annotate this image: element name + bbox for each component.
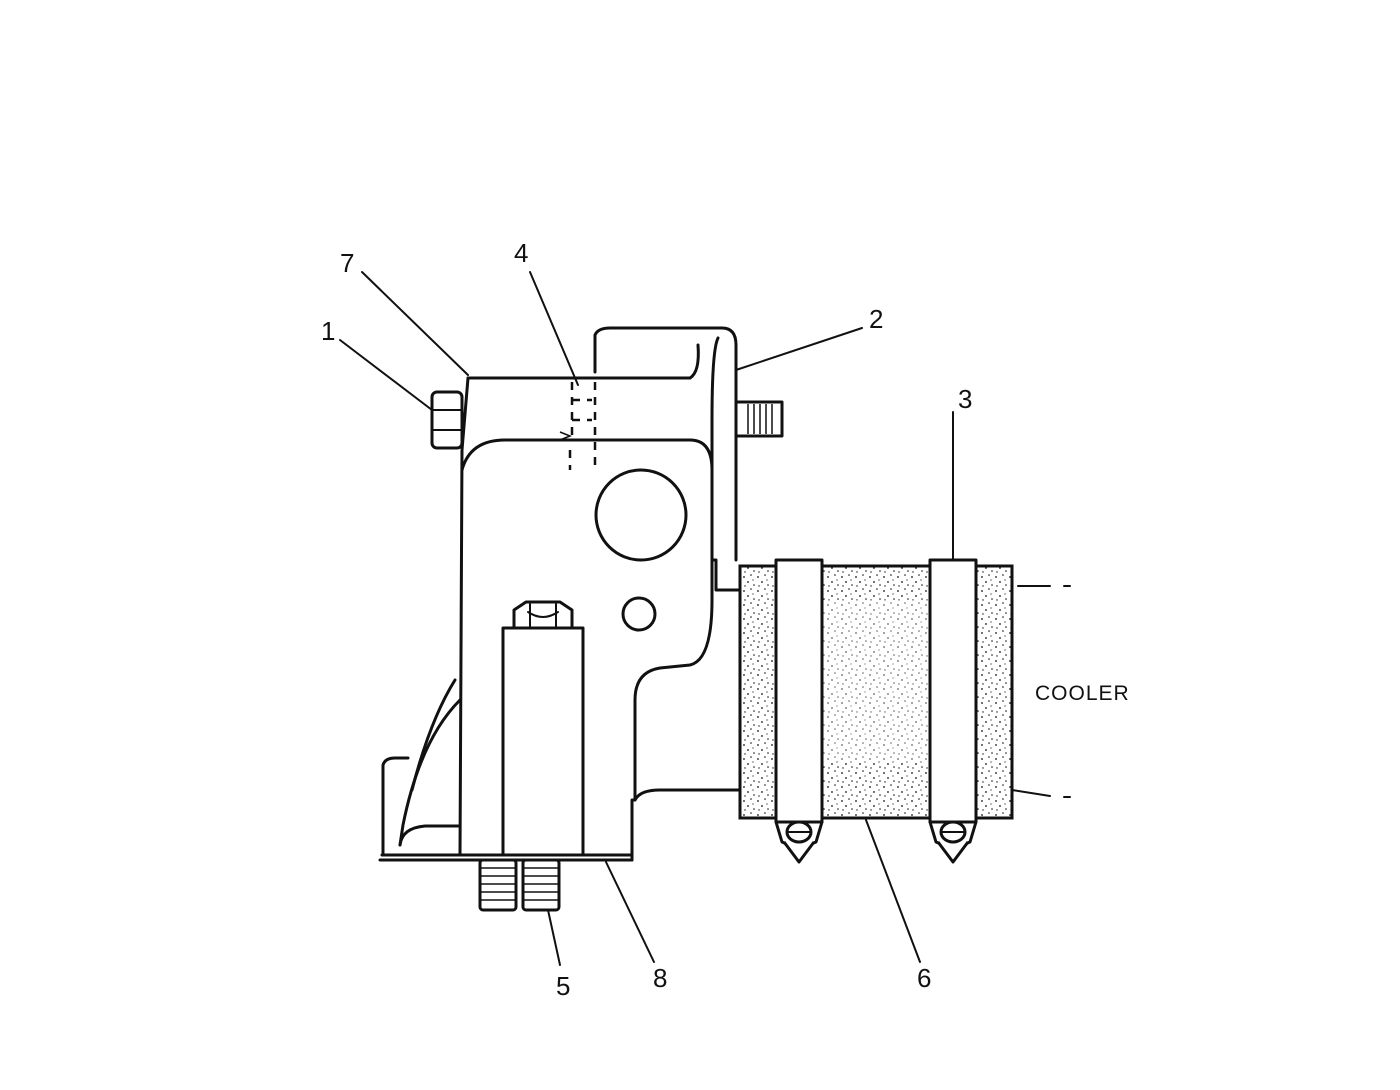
callout-5: 5: [556, 971, 570, 1001]
leader-lines: [339, 271, 954, 966]
threaded-stud-2: [734, 400, 784, 438]
callout-8: 8: [653, 963, 667, 993]
hidden-bolt-4: [559, 382, 597, 470]
callout-3: 3: [958, 384, 972, 414]
callout-6: 6: [917, 963, 931, 993]
threaded-studs-5: [478, 858, 561, 912]
vertical-filter-tube: [501, 600, 585, 857]
hex-nut-1: [430, 390, 464, 450]
cooler-phantom-lines: [1011, 585, 1071, 798]
hose-clamp-left: [774, 558, 824, 864]
callout-1: 1: [321, 316, 335, 346]
housing-body: [378, 326, 742, 862]
callout-2: 2: [869, 304, 883, 334]
cooler-label: COOLER: [1035, 682, 1130, 705]
hose-clamp-right: [928, 558, 978, 864]
callout-4: 4: [514, 238, 528, 268]
callout-7: 7: [340, 248, 354, 278]
callouts: 1 2 3 4 5 6 7 8: [321, 238, 972, 1001]
